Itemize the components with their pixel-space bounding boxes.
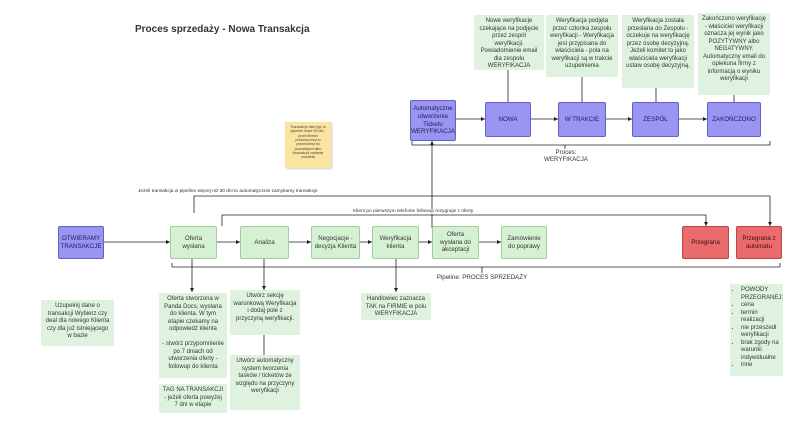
note-tag: TAG NA TRANSAKCJI - jeżeli oferta powyże… [159,384,227,413]
node-negocjacje[interactable]: Negocjacje - decyzja Klienta [311,226,360,259]
verification-label: Proces: WERYFIKACJA [530,149,602,163]
node-otwieramy[interactable]: OTWIERAMY TRANSAKCJE [58,226,104,259]
powody-item: cena [741,302,780,310]
node-nowa[interactable]: NOWA [485,102,531,137]
powody-title: POWODY PRZEGRANEJ: [741,287,783,302]
note-automatyczny: Utwórz automatyczny system tworzenia tas… [230,355,300,410]
note-zakonczono: Zakończono weryfikację - właściciel wery… [698,13,770,95]
powody-item: termin realizacji [741,310,780,325]
node-zespol[interactable]: ZESPÓŁ [632,102,679,137]
phone-connector-label: Klient po pierwszym telefonie followup r… [352,209,475,214]
verification-label-line2: WERYFIKACJA [544,156,588,163]
node-w-trakcie[interactable]: W TRAKCIE [558,102,606,137]
node-akceptacja[interactable]: Oferta wysłana do akceptacji [432,226,479,259]
node-przegrana-automat[interactable]: Przegrana z automatu [736,226,782,259]
sticky-note: Transakcje dzie typ! w pipeline nowe 30 … [285,122,331,168]
node-przegrana[interactable]: Przegrana [682,226,729,259]
node-oferta-wyslana[interactable]: Oferta wysłana [170,226,217,259]
note-zespol: Weryfikacja została przesłana do Zespołu… [622,15,694,88]
node-weryfikacja-klienta[interactable]: Weryfikacja klienta [372,226,419,259]
note-uzupelnij: Uzupełnij dane o transakcji Wybierz czy … [41,300,114,346]
verification-label-line1: Proces: [555,149,577,156]
node-analiza[interactable]: Analiza [240,226,289,259]
note-nowa: Nowe weryfikacje czekające na podjęcie p… [474,15,544,70]
powody-item: nie przeszedł weryfikacji [741,325,780,340]
node-zamowienie[interactable]: Zamówienie do poprawy [501,226,547,259]
powody-item: brak zgody na warunki indywidualne [741,340,780,363]
expiry-connector-label: Jeżeli transakcja w pipeline więcej niż … [137,189,319,194]
pipeline-label: Pipeline: PROCES SPRZEDAŻY [436,274,528,281]
note-handlowiec: Handlowiec zaznacza TAK na FIRMIE w polu… [361,293,431,320]
powody-item: inne [741,362,780,370]
node-auto-ticket[interactable]: Automatyczne utworzenie Ticketu WERYFIKA… [410,100,456,141]
note-powody: POWODY PRZEGRANEJ: cena termin realizacj… [730,284,783,376]
note-w-trakcie: Weryfikacja podjęta przez członka zespoł… [546,15,618,77]
node-zakonczono[interactable]: ZAKOŃCZONO [707,102,761,137]
page-title: Proces sprzedaży - Nowa Transakcja [135,24,310,35]
note-oferta: Oferta stworzona w Panda Docs, wysłana d… [159,293,227,378]
note-sekcja: Utwórz sekcję warunkową Weryfikacja i do… [230,290,300,335]
